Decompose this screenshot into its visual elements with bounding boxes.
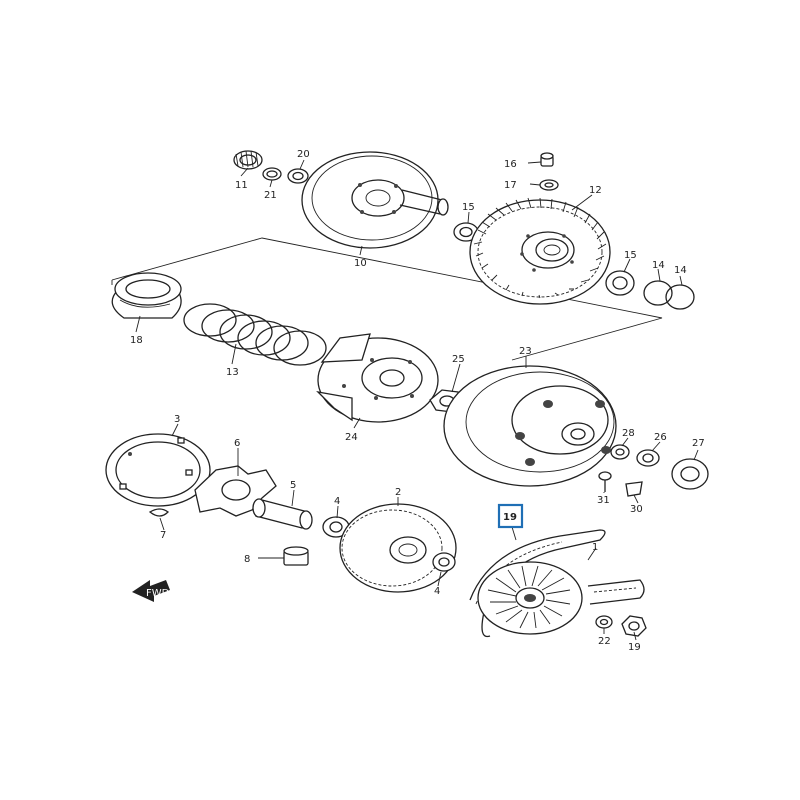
part-1-fixed-face: [477, 561, 583, 635]
direction-arrow-icon: FWD: [132, 580, 170, 602]
part-4-bearing-b: [432, 552, 456, 572]
part-21-washer: [595, 615, 613, 629]
part-11-needle-bearing: [233, 150, 263, 170]
part-27-collar: [636, 449, 660, 467]
part-label-21: 22: [598, 636, 611, 647]
part-18-sleeve: [111, 272, 182, 319]
part-label-6: 6: [234, 438, 240, 449]
part-10-driven-shaft: [301, 151, 449, 249]
part-14-circlip-b: [665, 284, 695, 310]
direction-marker-text: FWD: [146, 588, 170, 599]
part-label-7: 7: [160, 530, 166, 541]
part-24-clutch-housing: [443, 365, 617, 487]
part-label-31: 31: [597, 495, 610, 506]
part-label-28: 28: [622, 428, 635, 439]
part-label-12: 12: [589, 185, 602, 196]
part-28-washer: [610, 444, 630, 460]
part-label-14a: 14: [652, 260, 665, 271]
part-label-27: 26: [654, 432, 667, 443]
part-label-1: 1: [592, 542, 598, 553]
leader-lines: [135, 159, 699, 641]
part-13-coil-spring: [183, 303, 327, 366]
part-2-movable-face: [339, 503, 457, 593]
part-4-bearing: [322, 516, 350, 538]
part-label-20: 19: [628, 642, 641, 653]
part-16-pin: [540, 152, 554, 167]
part-30-clip: [625, 481, 643, 497]
part-label-4a: 4: [334, 496, 340, 507]
part-label-29: 27: [692, 438, 705, 449]
part-label-25: 24: [345, 432, 358, 443]
part-23-ring: [262, 167, 282, 181]
part-12-bevel-gear: [469, 197, 611, 305]
part-25-clutch-shoe: [316, 333, 439, 423]
assembly-boundary: [111, 237, 663, 361]
part-labels: 11 21 20 10 16 17 12 15 15 14 14 18 13 2…: [130, 149, 705, 653]
part-22-seal: [287, 168, 309, 184]
part-label-16: 16: [504, 159, 517, 170]
part-label-15b: 15: [624, 250, 637, 261]
part-label-17: 17: [504, 180, 517, 191]
part-29-bearing: [671, 458, 709, 490]
part-label-24: 23: [519, 346, 532, 357]
part-label-23: 21: [264, 190, 277, 201]
part-8-collar: [283, 546, 309, 566]
part-17-washer: [539, 179, 559, 191]
part-label-30: 30: [630, 504, 643, 515]
part-label-10: 10: [354, 258, 367, 269]
part-label-14b: 14: [674, 265, 687, 276]
part-15-bearing-lower: [605, 270, 635, 296]
part-label-4b: 4: [434, 586, 440, 597]
part-label-26: 25: [452, 354, 465, 365]
part-14-circlip-a: [643, 280, 673, 306]
part-7-clip: [148, 508, 169, 517]
part-3-ring: [105, 433, 211, 507]
part-5-collar: [252, 498, 313, 530]
part-label-2: 2: [395, 487, 401, 498]
part-label-5: 5: [290, 480, 296, 491]
part-31-screw: [598, 471, 612, 492]
part-20-nut: [621, 615, 647, 637]
part-label-15a: 15: [462, 202, 475, 213]
part-label-18: 18: [130, 335, 143, 346]
part-label-13: 13: [226, 367, 239, 378]
part-label-3: 3: [174, 414, 180, 425]
part-19-highlight-box: [497, 503, 524, 529]
part-label-19: 19: [503, 512, 517, 523]
part-label-22: 20: [297, 149, 310, 160]
part-label-11: 11: [235, 180, 248, 191]
part-15-bearing-upper: [453, 222, 479, 242]
part-label-8: 8: [244, 554, 250, 565]
